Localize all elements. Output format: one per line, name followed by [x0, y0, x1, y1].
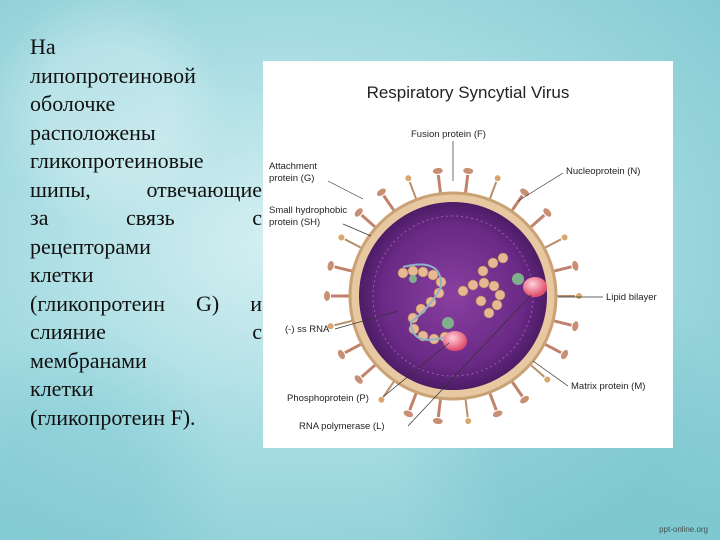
watermark: ppt-online.org	[659, 525, 708, 534]
spike-head	[544, 376, 551, 383]
polymerase-blob	[443, 331, 467, 351]
label-rna: (-) ss RNA	[285, 324, 330, 335]
label-rna-polymerase: RNA polymerase (L)	[299, 421, 385, 432]
spike-head	[492, 410, 503, 418]
text-line: (гликопротеин F).	[30, 404, 196, 430]
diagram-title: Respiratory Syncytial Virus	[366, 83, 570, 102]
text-line: На	[30, 34, 56, 59]
text-line: (гликопротеин G) и	[30, 290, 262, 316]
label-nucleoprotein: Nucleoprotein (N)	[566, 166, 640, 177]
virus-illustration: Fusion protein (F) Attachment protein (G…	[269, 129, 657, 432]
spike-head	[327, 323, 334, 330]
label-sh-protein: protein (SH)	[269, 217, 320, 228]
label-matrix-protein: Matrix protein (M)	[571, 381, 645, 392]
label-sh-protein: Small hydrophobic	[269, 205, 347, 216]
spike-head	[378, 396, 385, 403]
spike-head	[463, 167, 474, 174]
spike-head	[561, 349, 569, 360]
text-line: шипы, отвечающие	[30, 176, 262, 202]
leader-lines	[327, 141, 603, 427]
spike-head	[543, 208, 552, 217]
text-line: клетки	[30, 376, 94, 401]
virus-diagram: Respiratory Syncytial Virus	[263, 61, 673, 448]
phosphoprotein-blob	[442, 317, 454, 329]
slide-body-text: На липопротеиновой оболочке расположены …	[30, 33, 262, 432]
text-line: клетки	[30, 262, 94, 287]
label-attachment-protein: protein (G)	[269, 173, 314, 184]
spike-head	[432, 418, 443, 425]
label-phosphoprotein: Phosphoprotein (P)	[287, 393, 369, 404]
text-line: мембранами	[30, 347, 147, 373]
text-line: слияние с	[30, 319, 262, 344]
spike-head	[338, 234, 345, 241]
text-line: липопротеиновой	[30, 62, 196, 88]
spike-head	[465, 418, 472, 425]
text-line: расположены	[30, 119, 156, 145]
phosphoprotein-blob	[409, 275, 417, 283]
rna-strand	[402, 263, 447, 341]
spike-head	[432, 167, 443, 174]
label-fusion-protein: Fusion protein (F)	[411, 129, 486, 140]
spike-head	[576, 293, 582, 299]
label-lipid-bilayer: Lipid bilayer	[606, 292, 657, 303]
text-line: за связь с	[30, 205, 262, 230]
spike-head	[520, 188, 530, 197]
virus-core	[359, 202, 547, 390]
spike-head	[354, 208, 363, 217]
spike-head	[324, 291, 330, 301]
phosphoprotein-blob	[512, 273, 524, 285]
spike-head	[337, 349, 345, 360]
spike-head	[403, 410, 414, 418]
text-line: оболочке	[30, 91, 116, 116]
spike-head	[405, 175, 412, 182]
spike-head	[572, 321, 579, 332]
spike-head	[494, 175, 501, 182]
text-line: рецепторами	[30, 233, 151, 259]
spike-head	[327, 260, 334, 271]
polymerase-blob	[523, 277, 547, 297]
spike-head	[572, 260, 579, 271]
nucleocapsid	[397, 252, 509, 345]
text-line: гликопротеиновые	[30, 148, 204, 173]
spike-head	[354, 375, 363, 384]
label-attachment-protein: Attachment	[269, 161, 317, 172]
spike-head	[561, 234, 568, 241]
spike-head	[376, 188, 386, 197]
spike-head	[520, 395, 530, 404]
